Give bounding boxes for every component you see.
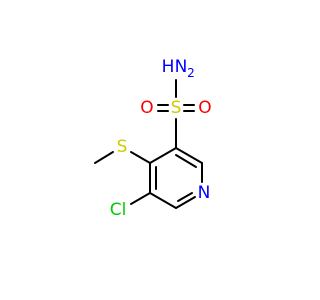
ring-bonds	[149, 147, 203, 209]
atom-labels: H N 2 S O O S Cl N	[110, 57, 212, 220]
atom-n-ring: N	[198, 183, 211, 203]
bond-s-ch3	[94, 151, 114, 164]
bond-c2-c3-inner	[175, 154, 197, 168]
bond-c6-n	[175, 196, 196, 209]
molecule-svg: H N 2 S O O S Cl N	[94, 57, 212, 220]
atom-cl: Cl	[110, 200, 127, 220]
chloro-group	[130, 192, 151, 205]
atom-nh2-subscript: 2	[187, 66, 195, 80]
methylthio-group	[94, 151, 151, 164]
atom-nh2-h: H	[162, 57, 175, 77]
atom-o-right: O	[198, 98, 211, 118]
sulfonamide-group	[157, 79, 195, 149]
atom-s-thio: S	[117, 137, 128, 157]
atom-o-left: O	[140, 98, 153, 118]
bond-c2-c3	[175, 147, 203, 164]
bond-c4-s	[130, 151, 151, 164]
bond-c6-n-inner	[177, 192, 193, 202]
molecule-diagram: H N 2 S O O S Cl N	[94, 57, 212, 220]
bond-c3-c4	[149, 147, 177, 164]
atom-nh2-n: N	[175, 57, 188, 77]
bond-c5-c6	[149, 192, 177, 209]
bond-c5-cl	[130, 192, 151, 205]
atom-s-sulfonyl: S	[171, 98, 182, 118]
